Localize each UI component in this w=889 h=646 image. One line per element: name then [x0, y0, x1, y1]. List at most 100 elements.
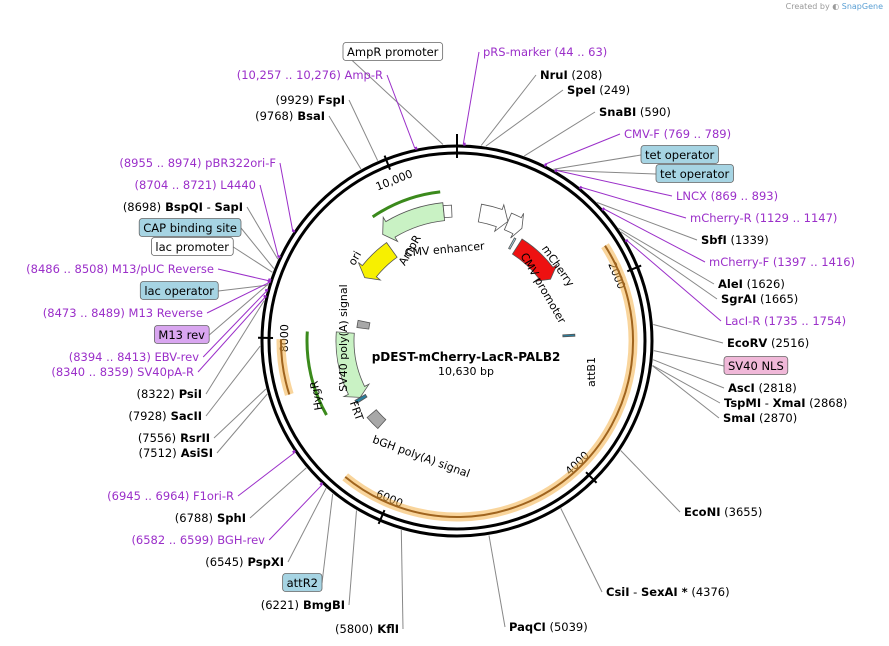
- leader-line-bmgbi: [348, 510, 357, 606]
- leader-line-rsrii: [213, 388, 267, 439]
- label-asci: AscI (2818): [728, 381, 797, 395]
- label-text-econi: EcoNI (3655): [684, 505, 762, 519]
- label-part-fspi-1: FspI: [314, 93, 345, 107]
- label-text-spei: SpeI (249): [567, 83, 630, 97]
- leader-line-kfli: [400, 529, 404, 630]
- label-part-mcherry-f-0: mCherry-F: [709, 255, 769, 269]
- label-part-asci-0: AscI: [728, 381, 755, 395]
- leader-line-smai: [652, 365, 720, 419]
- leader-line-spei: [485, 89, 564, 147]
- label-text-sphi: (6788) SphI: [175, 511, 246, 525]
- label-csii-sexai: CsiI - SexAI * (4376): [606, 585, 730, 599]
- green-gene-line-0: [371, 190, 441, 219]
- label-part-cmv-f-1: (769 .. 789): [660, 127, 731, 141]
- label-box-tet-operator-2: [655, 164, 734, 183]
- label-text-sgrai: SgrAI (1665): [721, 292, 798, 306]
- label-part-nrui-1: (208): [568, 68, 603, 82]
- label-part-smai-0: SmaI: [723, 411, 755, 425]
- label-box-ampr-promoter: [342, 42, 444, 61]
- inner-label-hygr: HygR: [308, 380, 326, 412]
- leader-line-sacii: [205, 345, 261, 417]
- label-text-ebv-rev: (8394 .. 8413) EBV-rev: [69, 350, 199, 364]
- label-box-m13-rev: [154, 325, 210, 344]
- leader-line-amp-r: [386, 74, 416, 149]
- leader-line-asci: [652, 359, 725, 389]
- leader-line-cmv-f: [544, 133, 621, 165]
- label-part-m13-puc-reverse-0: (8486 .. 8508): [26, 262, 108, 276]
- feature-mcherry: [511, 238, 558, 282]
- label-part-pbr322ori-f-1: pBR322ori-F: [201, 156, 276, 170]
- label-part-asci-1: (2818): [755, 381, 797, 395]
- label-pspxi: (6545) PspXI: [205, 555, 284, 569]
- label-sacii: (7928) SacII: [128, 409, 202, 423]
- primer-mark-f1ori-r: [292, 449, 296, 454]
- label-part-rsrii-0: (7556): [138, 431, 176, 445]
- label-text-ampr-promoter: AmpR promoter: [347, 45, 439, 59]
- feature-sv40-poly-a-signal: [356, 319, 371, 330]
- feature-cmv-promoter: [503, 212, 524, 239]
- plasmid-name: pDEST-mCherry-LacR-PALB2: [372, 350, 561, 364]
- label-box-cap-binding-site: [138, 218, 242, 237]
- label-text-paqci: PaqCI (5039): [509, 620, 588, 634]
- leader-line-bsai: [328, 115, 362, 170]
- leader-line-econi: [620, 450, 681, 513]
- inner-label-ori: ori: [346, 249, 364, 268]
- label-part-lac-promoter-0: lac promoter: [155, 240, 229, 254]
- green-gene-line-1: [305, 331, 328, 416]
- leader-line-sphi: [249, 467, 307, 519]
- label-sphi: (6788) SphI: [175, 511, 246, 525]
- label-part-mcherry-f-1: (1397 .. 1416): [769, 255, 855, 269]
- leader-line-ecorv: [653, 324, 724, 344]
- feature-cmv-enhancer: [477, 203, 509, 233]
- leader-line-lncx: [554, 169, 673, 197]
- orange-gene-line-1: [279, 339, 291, 395]
- label-text-pspxi: (6545) PspXI: [205, 555, 284, 569]
- leader-line-cap-binding-site: [240, 227, 275, 269]
- label-part-bgh-rev-0: (6582 .. 6599): [131, 533, 213, 547]
- label-text-tet-operator-1: tet operator: [645, 148, 714, 162]
- label-part-bsai-1: BsaI: [293, 109, 325, 123]
- label-part-tet-operator-1-0: tet operator: [645, 148, 714, 162]
- label-text-snabi: SnaBI (590): [599, 105, 671, 119]
- label-part-amp-r-1: Amp-R: [341, 68, 383, 82]
- label-paqci: PaqCI (5039): [509, 620, 588, 634]
- leader-line-sv40-nls: [653, 350, 725, 367]
- label-text-m13-rev: M13 rev: [158, 328, 205, 342]
- leader-line-tet-operator-2: [555, 169, 657, 175]
- label-part-sgrai-1: (1665): [756, 292, 798, 306]
- label-l4440: (8704 .. 8721) L4440: [135, 178, 256, 192]
- tick-mark-4000: [585, 471, 598, 484]
- label-laci-r: LacI-R (1735 .. 1754): [725, 314, 846, 328]
- label-attr2: attR2: [282, 573, 323, 592]
- label-part-kfli-1: KflI: [373, 622, 399, 636]
- label-text-pbr322ori-f: (8955 .. 8974) pBR322ori-F: [119, 156, 276, 170]
- label-part-prs-marker-0: pRS-marker: [483, 45, 551, 59]
- leader-line-bgh-rev: [268, 484, 323, 541]
- label-sv40-nls: SV40 NLS: [723, 356, 789, 375]
- label-part-alei-1: (1626): [743, 277, 785, 291]
- label-m13-rev: M13 rev: [154, 325, 210, 344]
- orange-gene-line-0: [344, 245, 635, 518]
- label-part-cmv-f-0: CMV-F: [624, 127, 660, 141]
- leader-line-tet-operator-1: [553, 154, 642, 170]
- label-part-asisi-0: (7512): [138, 446, 176, 460]
- credit-prefix: Created by: [785, 2, 830, 11]
- feature-ori: [358, 242, 398, 281]
- snapgene-logo-icon: ◐: [832, 2, 840, 11]
- primer-mark-l4440: [277, 254, 281, 259]
- label-part-tspmi-xmai-3: (2868): [805, 396, 847, 410]
- feature-ampr-promoter: [442, 204, 453, 219]
- leader-line-asisi: [216, 393, 268, 454]
- leader-line-snabi: [524, 111, 596, 157]
- inner-label-frt: FRT: [347, 399, 366, 422]
- label-text-lncx: LNCX (869 .. 893): [676, 189, 778, 203]
- label-part-kfli-0: (5800): [335, 622, 373, 636]
- label-prs-marker: pRS-marker (44 .. 63): [483, 45, 607, 59]
- label-box-attr2: [282, 573, 323, 592]
- leader-line-tspmi-xmai: [652, 364, 721, 404]
- label-text-fspi: (9929) FspI: [276, 93, 345, 107]
- label-bsai: (9768) BsaI: [255, 109, 325, 123]
- label-sbfi: SbfI (1339): [701, 233, 769, 247]
- label-text-tspmi-xmai: TspMI - XmaI (2868): [724, 396, 847, 410]
- feature-hygr: [335, 331, 371, 398]
